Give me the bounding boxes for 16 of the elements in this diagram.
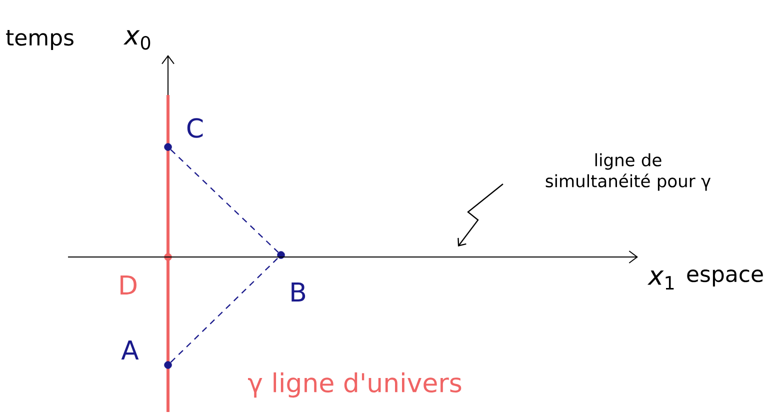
annotation-text: ligne de simultanéité pour γ (546, 153, 711, 191)
leader-arrow (458, 184, 504, 246)
axis-symbol: x$_{1}$ (647, 270, 674, 290)
point-label: A (121, 340, 139, 360)
point (164, 143, 172, 151)
axis-label: temps (6, 30, 74, 50)
dashed-line (170, 149, 279, 253)
point (164, 361, 172, 369)
point-label: C (187, 118, 203, 138)
axis-label: espace (687, 270, 763, 286)
world-line-label: γ ligne d'univers (248, 372, 462, 398)
point-label: D (120, 276, 136, 294)
point-label: B (292, 282, 306, 302)
axis-symbol: x$_{0}$ (124, 30, 150, 50)
dashed-line (170, 257, 279, 363)
space-axis (68, 250, 638, 264)
